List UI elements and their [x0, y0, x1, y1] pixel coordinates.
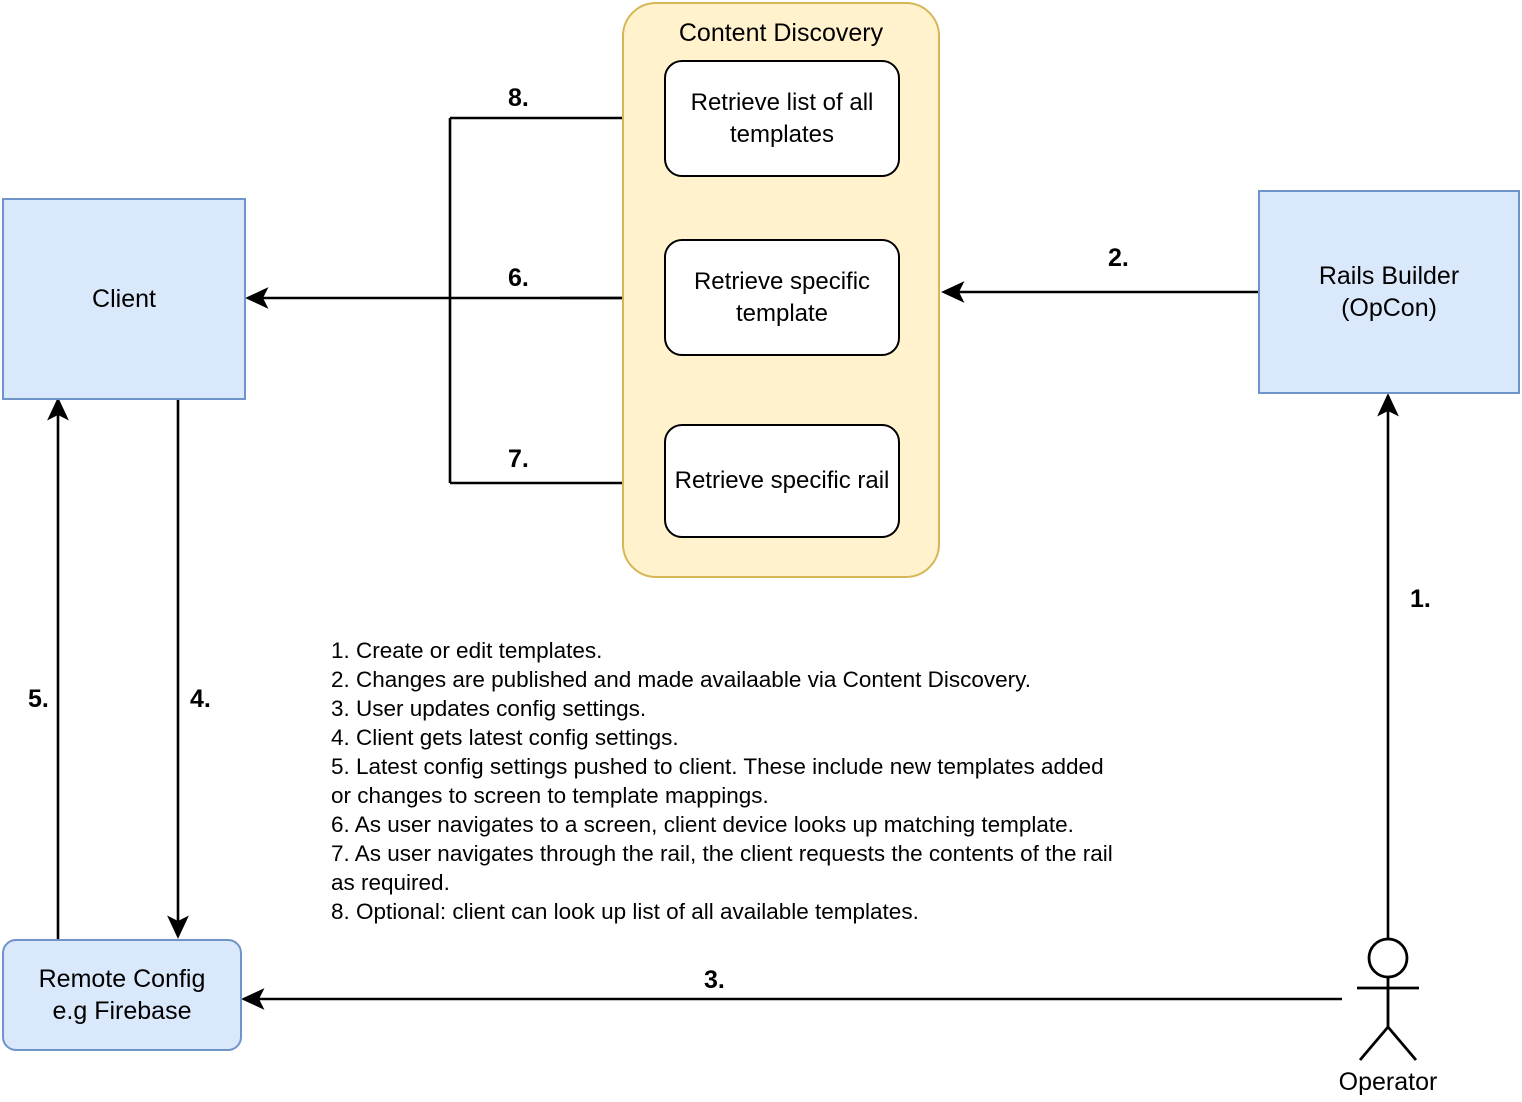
retrieve-all-templates-box[interactable]: Retrieve list of all templates: [664, 60, 900, 177]
legend-line: 5. Latest config settings pushed to clie…: [331, 754, 1104, 779]
edge-label-3: 3.: [704, 966, 725, 994]
rails-builder-node-label: Rails Builder (OpCon): [1318, 262, 1460, 322]
edge-label-8: 8.: [508, 84, 529, 112]
legend-list: 1. Create or edit templates. 2. Changes …: [331, 636, 1211, 926]
edge-label-2: 2.: [1108, 244, 1129, 272]
client-node-label: Client: [92, 285, 156, 313]
retrieve-specific-template-label: Retrieve specific template: [693, 268, 871, 327]
operator-label: Operator: [1338, 1068, 1438, 1096]
content-discovery-title: Content Discovery: [678, 19, 884, 47]
legend-line: 6. As user navigates to a screen, client…: [331, 812, 1074, 837]
edge-label-7: 7.: [508, 445, 529, 473]
legend-line: 2. Changes are published and made availa…: [331, 667, 1032, 692]
legend-line: 3. User updates config settings.: [331, 696, 647, 721]
edge-label-4: 4.: [190, 685, 211, 713]
rails-builder-node[interactable]: Rails Builder (OpCon): [1258, 190, 1520, 394]
legend-line: 7. As user navigates through the rail, t…: [331, 841, 1113, 866]
retrieve-specific-template-box[interactable]: Retrieve specific template: [664, 239, 900, 356]
edge-label-1: 1.: [1410, 585, 1431, 613]
retrieve-specific-rail-box[interactable]: Retrieve specific rail: [664, 424, 900, 538]
edge-label-5: 5.: [28, 685, 49, 713]
retrieve-all-templates-label: Retrieve list of all templates: [690, 89, 874, 148]
legend-line: 1. Create or edit templates.: [331, 638, 603, 663]
remote-config-node-label: Remote Config e.g Firebase: [38, 965, 206, 1025]
legend-line: as required.: [331, 870, 450, 895]
operator-actor-icon: [1357, 937, 1419, 1061]
client-node[interactable]: Client: [2, 198, 246, 400]
retrieve-specific-rail-label: Retrieve specific rail: [674, 467, 890, 495]
remote-config-node[interactable]: Remote Config e.g Firebase: [2, 939, 242, 1051]
legend-line: 4. Client gets latest config settings.: [331, 725, 679, 750]
legend-line: 8. Optional: client can look up list of …: [331, 899, 919, 924]
edge-label-6: 6.: [508, 264, 529, 292]
legend-line: or changes to screen to template mapping…: [331, 783, 769, 808]
